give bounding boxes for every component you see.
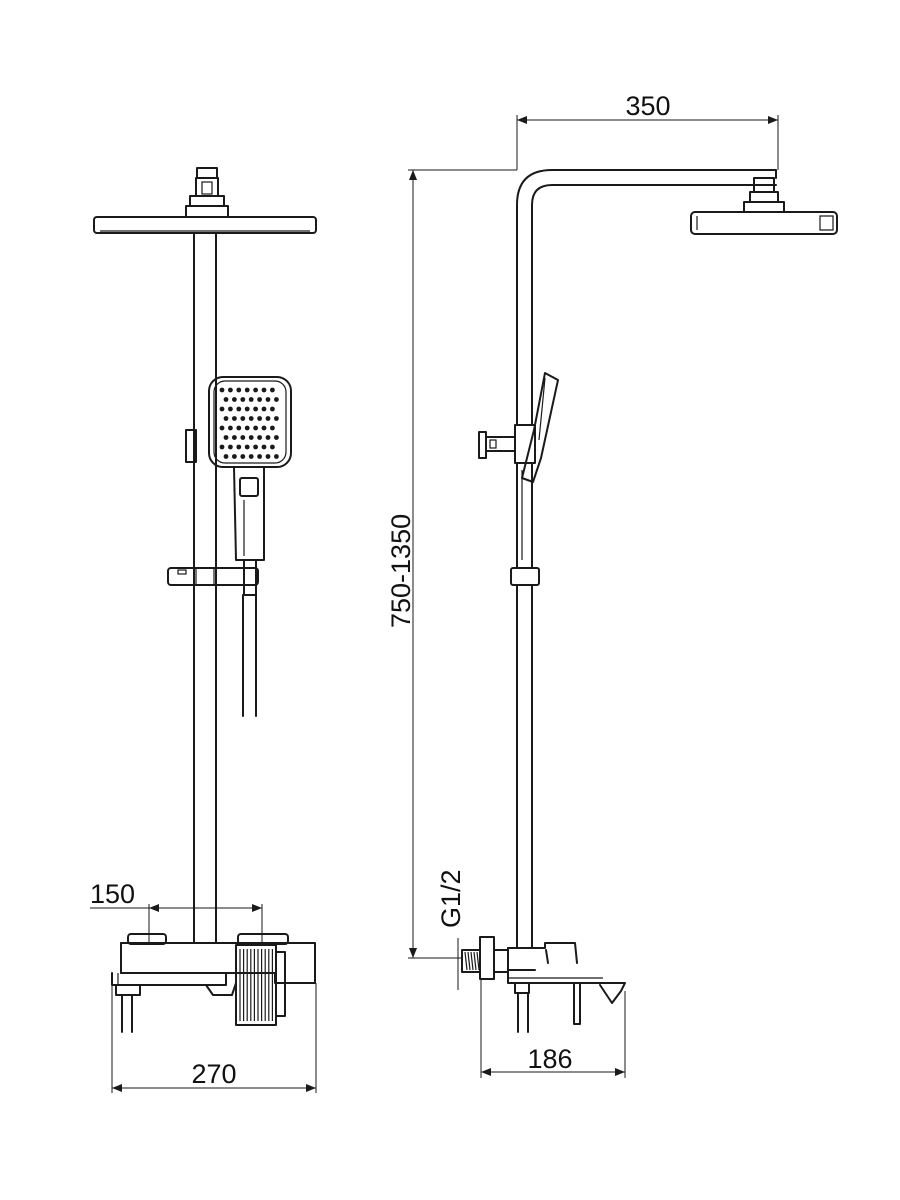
side-view xyxy=(457,169,838,1033)
front-riser-pipe xyxy=(193,232,217,944)
side-hand-shower xyxy=(516,372,559,569)
hand-shower-spray-holes xyxy=(219,387,279,459)
dimension-350-label: 350 xyxy=(625,91,670,121)
dimension-186-label: 186 xyxy=(527,1044,572,1074)
side-slider xyxy=(510,567,540,586)
dimension-750-1350-label: 750-1350 xyxy=(386,514,416,628)
side-mixer xyxy=(479,936,626,1033)
front-view xyxy=(93,167,317,1033)
dimension-total-height: 750-1350 xyxy=(386,169,517,959)
side-g12-connection xyxy=(457,938,481,990)
side-overhead-shower xyxy=(690,177,838,235)
side-riser-pipe xyxy=(516,169,777,949)
front-hand-shower-holder xyxy=(185,429,197,463)
dimension-front-width: 270 xyxy=(111,983,317,1093)
front-hose xyxy=(242,594,257,717)
dimension-side-depth: 186 xyxy=(480,979,626,1078)
dimension-front-height: 350 xyxy=(516,91,779,170)
front-diverter-knob xyxy=(235,944,286,1026)
dimension-270-label: 270 xyxy=(191,1059,236,1089)
dimension-outlet-spacing: 150 xyxy=(90,879,263,943)
front-overhead-shower xyxy=(93,167,317,234)
front-hand-shower xyxy=(208,376,292,596)
dimension-150-label: 150 xyxy=(90,879,135,909)
front-slider xyxy=(167,567,259,586)
dimension-g12-label: G1/2 xyxy=(436,869,466,928)
